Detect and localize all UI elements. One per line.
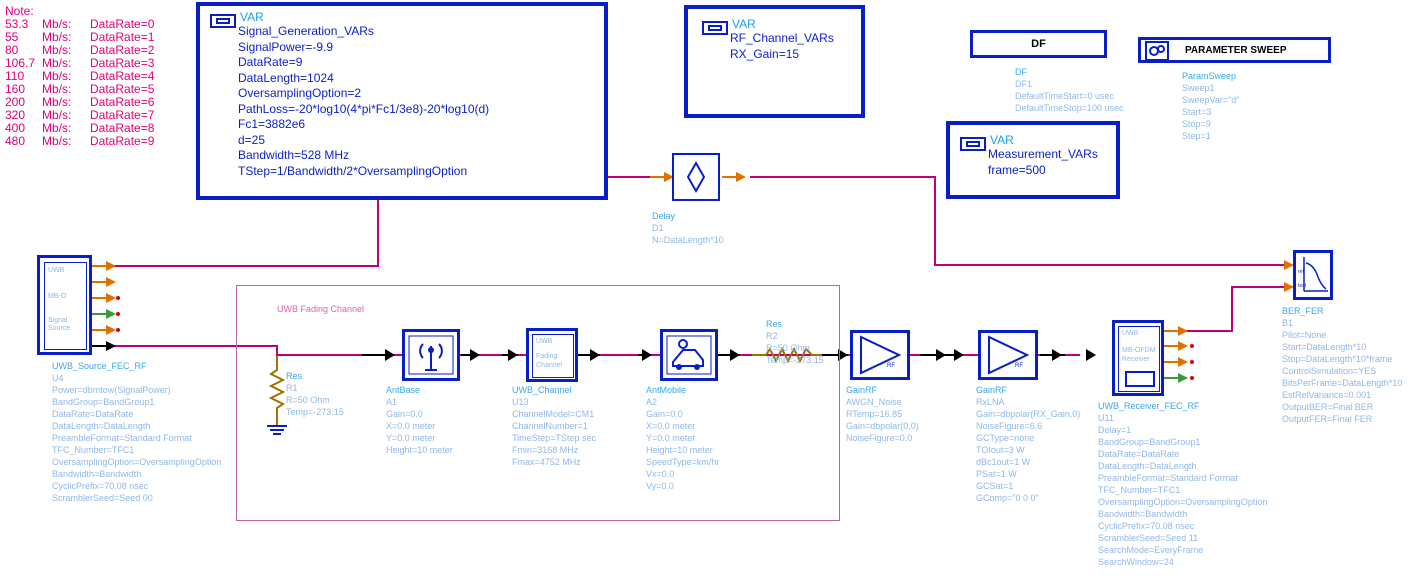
var-header: VAR <box>990 133 1014 147</box>
ant2-params: AntMobile A2 Gain=0.0 X=0.0 meter Y=0.0 … <box>646 385 720 491</box>
receiver-icon: UWB MB-OFDM Receiver <box>1118 326 1160 392</box>
uwb-receiver-block[interactable]: UWB MB-OFDM Receiver <box>1112 320 1164 396</box>
wire-rx-to-ber <box>1183 286 1285 332</box>
sweep-icon <box>1145 41 1169 61</box>
var-line: DataLength=1024 <box>238 70 334 85</box>
var-icon <box>702 21 728 35</box>
var-line: RX_Gain=15 <box>730 46 800 61</box>
ant-base-block[interactable] <box>402 329 460 381</box>
var-icon <box>210 14 236 28</box>
sweep-label: PARAMETER SWEEP <box>1185 45 1287 56</box>
svg-text:RF: RF <box>1015 363 1023 369</box>
uwb-channel-icon: UWB Fading Channel <box>532 334 574 378</box>
uwb-channel-block[interactable]: UWB Fading Channel <box>526 328 578 382</box>
parameter-sweep[interactable]: PARAMETER SWEEP <box>1138 37 1331 63</box>
awgn-gain-block[interactable]: RF <box>850 330 910 380</box>
ber-curve-icon: ref test <box>1298 257 1328 292</box>
awgn-params: GainRF AWGN_Noise RTemp=16.85 Gain=dbpol… <box>846 385 919 443</box>
var-icon <box>960 137 986 151</box>
df-params: DF DF1 DefaultTimeStart=0 usec DefaultTi… <box>1015 67 1124 113</box>
rxlna-params: GainRF RxLNA Gain=dbpolar(RX_Gain,0) Noi… <box>976 385 1081 503</box>
delay-params: Delay D1 N=DataLength*10 <box>652 211 724 245</box>
r1-params: Res R1 R=50 Ohm Temp=-273.15 <box>286 371 344 417</box>
uwb-fading-channel-frame: UWB Fading Channel <box>236 285 840 521</box>
var-line: Measurement_VARs <box>988 147 1098 161</box>
var-line: TStep=1/Bandwidth/2*OversamplingOption <box>238 163 468 178</box>
sweep-params: ParamSweep Sweep1 SweepVar="d" Start=3 S… <box>1182 71 1240 141</box>
wire-source-to-res <box>110 345 278 356</box>
uwb-source-block[interactable]: UWB MB-O Signal Source <box>37 255 92 355</box>
var-line: RF_Channel_VARs <box>730 31 834 45</box>
var-measurement[interactable]: VAR Measurement_VARs frame=500 <box>946 121 1120 199</box>
mobile-antenna-icon <box>666 335 712 375</box>
r2-params: Res R2 R=50 Ohm Temp=-273.15 <box>766 319 824 365</box>
channel-frame-title: UWB Fading Channel <box>277 304 365 314</box>
receiver-params: UWB_Receiver_FEC_RF U11 Delay=1 BandGrou… <box>1098 401 1268 567</box>
amplifier-icon: RF <box>988 335 1030 375</box>
svg-text:RF: RF <box>887 363 895 369</box>
ber-params: BER_FER B1 Pilot=None Start=DataLength*1… <box>1282 306 1403 424</box>
rx-lna-block[interactable]: RF <box>978 330 1038 380</box>
ber-fer-block[interactable]: ref test <box>1293 250 1333 300</box>
df-controller[interactable]: DF <box>970 30 1107 58</box>
var-line: DataRate=9 <box>238 55 303 69</box>
var-line: Signal_Generation_VARs <box>238 24 374 38</box>
var-header: VAR <box>240 10 264 24</box>
var-lines: Signal_Generation_VARs SignalPower=-9.9 … <box>238 24 489 179</box>
uwb-channel-params: UWB_Channel U13 ChannelModel=CM1 Channel… <box>512 385 596 467</box>
var-lines: Measurement_VARs frame=500 <box>988 147 1098 178</box>
source-params: UWB_Source_FEC_RF U4 Power=dbmtow(Signal… <box>52 361 222 503</box>
var-signal-generation[interactable]: VAR Signal_Generation_VARs SignalPower=-… <box>196 2 608 200</box>
var-line: Bandwidth=528 MHz <box>238 148 350 162</box>
var-line: SignalPower=-9.9 <box>238 39 334 54</box>
svg-text:test: test <box>1298 283 1307 289</box>
ant1-params: AntBase A1 Gain=0.0 X=0.0 meter Y=0.0 me… <box>386 385 453 455</box>
antenna-icon <box>408 335 454 375</box>
delay-icon <box>686 160 706 194</box>
var-line: OversamplingOption=2 <box>238 86 362 100</box>
var-line: d=25 <box>238 132 266 147</box>
var-header: VAR <box>732 17 756 31</box>
var-rf-channel[interactable]: VAR RF_Channel_VARs RX_Gain=15 <box>684 5 865 118</box>
svg-text:ref: ref <box>1298 269 1304 275</box>
var-line: Fc1=3882e6 <box>238 117 306 131</box>
var-line: PathLoss=-20*log10(4*pi*Fc1/3e8)-20*log1… <box>238 101 490 116</box>
note-header: Note: <box>5 4 34 18</box>
var-line: frame=500 <box>988 162 1046 177</box>
uwb-source-icon: UWB MB-O Signal Source <box>44 262 87 350</box>
ant-mobile-block[interactable] <box>660 329 718 381</box>
df-label: DF <box>1031 38 1046 50</box>
var-lines: RF_Channel_VARs RX_Gain=15 <box>730 31 834 62</box>
amplifier-icon: RF <box>860 335 902 375</box>
wire-delay-to-ber <box>750 176 1285 266</box>
delay-block[interactable] <box>672 153 720 201</box>
